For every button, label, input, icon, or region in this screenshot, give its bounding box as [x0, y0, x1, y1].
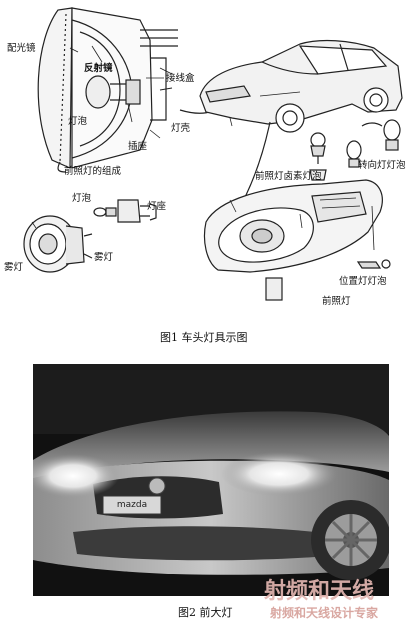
- label-socket: 插座: [128, 141, 148, 152]
- front-headlight-photo: mazda: [33, 364, 389, 596]
- label-headlamp: 前照灯: [322, 296, 351, 307]
- label-lamp-seat: 灯座: [147, 201, 167, 212]
- label-position-bulb: 位置灯灯泡: [339, 276, 387, 287]
- label-assembly-caption: 前照灯的组成: [64, 166, 122, 177]
- car-front-photo-drawing: [33, 364, 389, 596]
- label-junction-box: 接线盒: [166, 73, 195, 84]
- turn-bulb-drawing: [346, 119, 401, 168]
- car-drawing: [199, 39, 403, 133]
- fog-lamp-drawing: [23, 215, 93, 273]
- label-halogen-bulb: 前照灯卤素灯泡: [255, 171, 322, 182]
- watermark-subtitle: 射频和天线设计专家: [270, 606, 379, 620]
- label-bulb-top: 灯泡: [68, 116, 88, 127]
- bulb-socket-drawing: [93, 199, 157, 223]
- label-bulb-left: 灯泡: [72, 193, 92, 204]
- plate-badge: mazda: [116, 500, 148, 510]
- label-turn-bulb: 转向灯灯泡: [358, 160, 406, 171]
- watermark-title: 射频和天线: [264, 579, 375, 604]
- label-diffuser: 配光镜: [7, 43, 36, 54]
- halogen-bulb-drawing: [309, 132, 327, 181]
- headlamp-unit-drawing: [203, 179, 391, 301]
- figure-1-caption: 图1 车头灯具示图: [160, 331, 248, 344]
- label-fog-lamp-b: 雾灯: [94, 252, 114, 263]
- figure-1-drawing: [23, 7, 403, 301]
- headlamp-assembly-drawing: [37, 7, 178, 173]
- label-fog-lamp-a: 雾灯: [4, 262, 24, 273]
- figure-2-caption: 图2 前大灯: [178, 606, 233, 619]
- label-reflector: 反射镜: [84, 63, 113, 74]
- label-housing: 灯壳: [171, 123, 191, 134]
